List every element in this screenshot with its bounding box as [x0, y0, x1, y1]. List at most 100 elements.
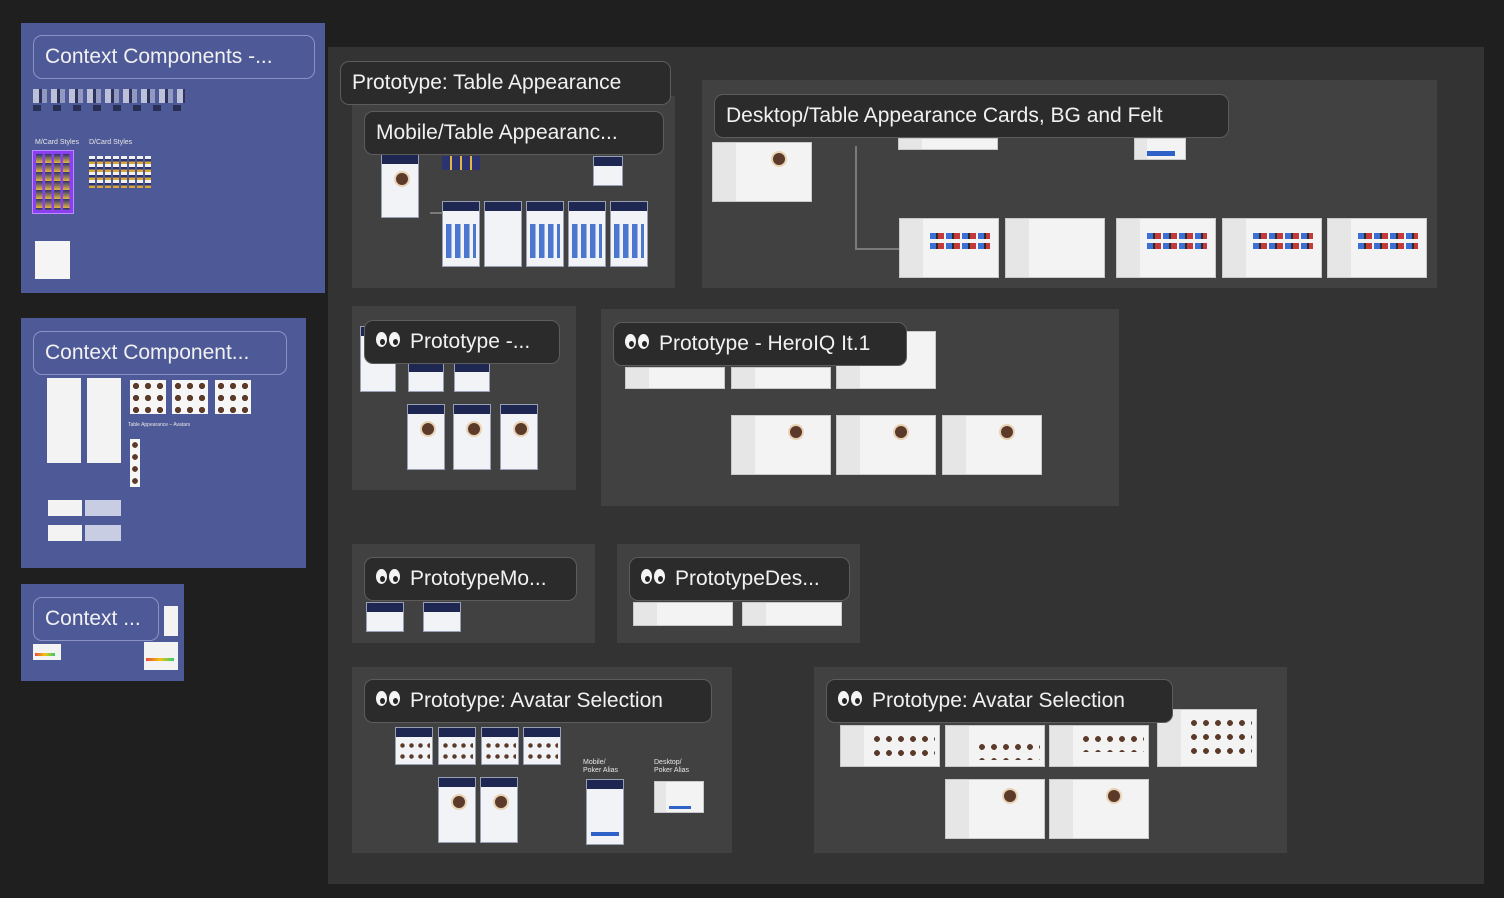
avatar-selection-mobile-section[interactable]: Mobile/ Poker Alias Desktop/ Poker Alias… — [352, 667, 732, 853]
context-frame-3-label[interactable]: Context ... — [33, 597, 159, 641]
prototype-desktop-label[interactable]: PrototypeDes... — [629, 557, 850, 601]
avatar-grid-screen-1[interactable] — [395, 727, 433, 765]
eyes-emoji-icon — [376, 690, 402, 708]
avatar-detail-screen-2[interactable] — [480, 777, 518, 843]
prototype-heroiq-label[interactable]: Prototype - HeroIQ It.1 — [613, 322, 907, 366]
avatar-selection-mobile-label[interactable]: Prototype: Avatar Selection — [364, 679, 712, 723]
m-card-styles-selection[interactable] — [32, 150, 74, 214]
mobile-screen-small[interactable] — [593, 156, 623, 186]
eyes-emoji-icon — [376, 568, 402, 586]
context-frame-1-label[interactable]: Context Components -... — [33, 35, 315, 79]
bar-card-2 — [164, 606, 178, 636]
prototype-table-appearance-label[interactable]: Prototype: Table Appearance — [340, 61, 671, 105]
d-card-grid — [89, 156, 151, 188]
context-frame-2[interactable]: Context Component... Table Appearance – … — [21, 318, 306, 568]
avatar-grid-screen-2[interactable] — [438, 727, 476, 765]
avatar-desktop-screen-5[interactable] — [945, 779, 1045, 839]
mobile-poker-alias-screen[interactable] — [586, 779, 624, 845]
mobile-table-appearance-section[interactable]: Mobile/Table Appearanc... — [352, 96, 675, 288]
desktop-screen-d2[interactable] — [742, 602, 842, 626]
mobile-screen-m2[interactable] — [423, 602, 461, 632]
desktop-screen-2[interactable] — [1005, 218, 1105, 278]
context-frame-3[interactable]: Context ... — [21, 584, 184, 681]
avatar-detail-screen-1[interactable] — [438, 777, 476, 843]
mobile-screen-m1[interactable] — [366, 602, 404, 632]
mobile-screen-main[interactable] — [381, 154, 419, 218]
desktop-table-appearance-label[interactable]: Desktop/Table Appearance Cards, BG and F… — [714, 94, 1229, 138]
avatar-grid-screen-4[interactable] — [523, 727, 561, 765]
eyes-emoji-icon — [625, 333, 651, 351]
avatar-desktop-screen-1[interactable] — [840, 725, 940, 767]
connector-horizontal — [855, 248, 899, 250]
m-card-grid — [36, 154, 70, 210]
avatar-column — [130, 439, 140, 487]
desktop-screen-h4[interactable] — [731, 415, 831, 475]
desktop-screen-dialog[interactable] — [1134, 138, 1186, 160]
avatar-icon — [466, 421, 482, 437]
card-strip-top — [442, 156, 480, 170]
prototype-short-label[interactable]: Prototype -... — [364, 320, 560, 364]
mobile-screen-5[interactable] — [610, 201, 648, 267]
desktop-screen-main[interactable] — [712, 142, 812, 202]
color-grid — [446, 224, 476, 258]
avatar-desktop-screen-2[interactable] — [945, 725, 1045, 767]
prototype-mobile-section[interactable]: PrototypeMo... — [352, 544, 595, 643]
avatar-desktop-screen-3[interactable] — [1049, 725, 1149, 767]
prototype-mobile-label[interactable]: PrototypeMo... — [364, 557, 577, 601]
desktop-table-appearance-section[interactable]: Desktop/Table Appearance Cards, BG and F… — [702, 80, 1437, 288]
mobile-screen-b[interactable] — [408, 362, 444, 392]
desktop-screen-d1[interactable] — [633, 602, 733, 626]
avatar-selection-desktop-label[interactable]: Prototype: Avatar Selection — [826, 679, 1173, 723]
form-row-b — [85, 500, 121, 516]
avatar-grid — [398, 740, 430, 762]
form-row-c — [48, 525, 82, 541]
mobile-screen-e[interactable] — [453, 404, 491, 470]
context-frame-2-label[interactable]: Context Component... — [33, 331, 287, 375]
settings-panel-a — [47, 378, 81, 463]
bar-card-3 — [144, 642, 178, 670]
mobile-screen-f[interactable] — [500, 404, 538, 470]
desktop-screen-3[interactable] — [1116, 218, 1216, 278]
desktop-screen-1[interactable] — [899, 218, 999, 278]
avatar-desktop-screen-4[interactable] — [1157, 709, 1257, 767]
avatar-selection-desktop-text: Prototype: Avatar Selection — [872, 689, 1125, 712]
desktop-poker-alias-screen[interactable] — [654, 781, 704, 813]
mobile-screen-4[interactable] — [568, 201, 606, 267]
prototype-desktop-text: PrototypeDes... — [675, 567, 820, 590]
desktop-screen-h5[interactable] — [836, 415, 936, 475]
settings-panel-b — [87, 378, 121, 463]
desktop-screen-top[interactable] — [898, 138, 998, 150]
bar-card-1 — [33, 644, 61, 660]
desktop-screen-h2[interactable] — [731, 367, 831, 389]
prototype-short-section[interactable]: Prototype -... — [352, 306, 576, 490]
color-grid — [530, 224, 560, 258]
mobile-screen-2[interactable] — [484, 201, 522, 267]
mobile-screen-d[interactable] — [407, 404, 445, 470]
small-list-card — [35, 241, 70, 279]
desktop-screen-h1[interactable] — [625, 367, 725, 389]
mobile-screen-c[interactable] — [454, 362, 490, 392]
prototype-mobile-text: PrototypeMo... — [410, 567, 547, 590]
desktop-screen-h6[interactable] — [942, 415, 1042, 475]
avatar-grid — [1080, 732, 1144, 752]
avatar-grid — [526, 740, 558, 762]
desktop-screen-4[interactable] — [1222, 218, 1322, 278]
avatar-icon — [1002, 788, 1018, 804]
prototype-desktop-section[interactable]: PrototypeDes... — [617, 544, 860, 643]
prototype-short-text: Prototype -... — [410, 330, 531, 353]
d-card-styles-label: D/Card Styles — [89, 139, 133, 146]
mobile-screen-3[interactable] — [526, 201, 564, 267]
color-swatches — [1253, 233, 1313, 239]
color-swatches — [930, 233, 990, 239]
avatar-grid-1 — [130, 380, 166, 414]
mobile-table-appearance-label[interactable]: Mobile/Table Appearanc... — [364, 111, 664, 155]
avatar-selection-desktop-section[interactable]: Prototype: Avatar Selection — [814, 667, 1287, 853]
desktop-screen-5[interactable] — [1327, 218, 1427, 278]
avatar-desktop-screen-6[interactable] — [1049, 779, 1149, 839]
context-frame-1[interactable]: Context Components -... M/Card Styles D/… — [21, 23, 325, 293]
prototype-heroiq-section[interactable]: Prototype - HeroIQ It.1 — [601, 309, 1119, 506]
avatar-grid-screen-3[interactable] — [481, 727, 519, 765]
avatar-icon — [1106, 788, 1122, 804]
mobile-screen-1[interactable] — [442, 201, 480, 267]
table-appearance-avatars-label: Table Appearance – Avatars — [128, 422, 191, 428]
